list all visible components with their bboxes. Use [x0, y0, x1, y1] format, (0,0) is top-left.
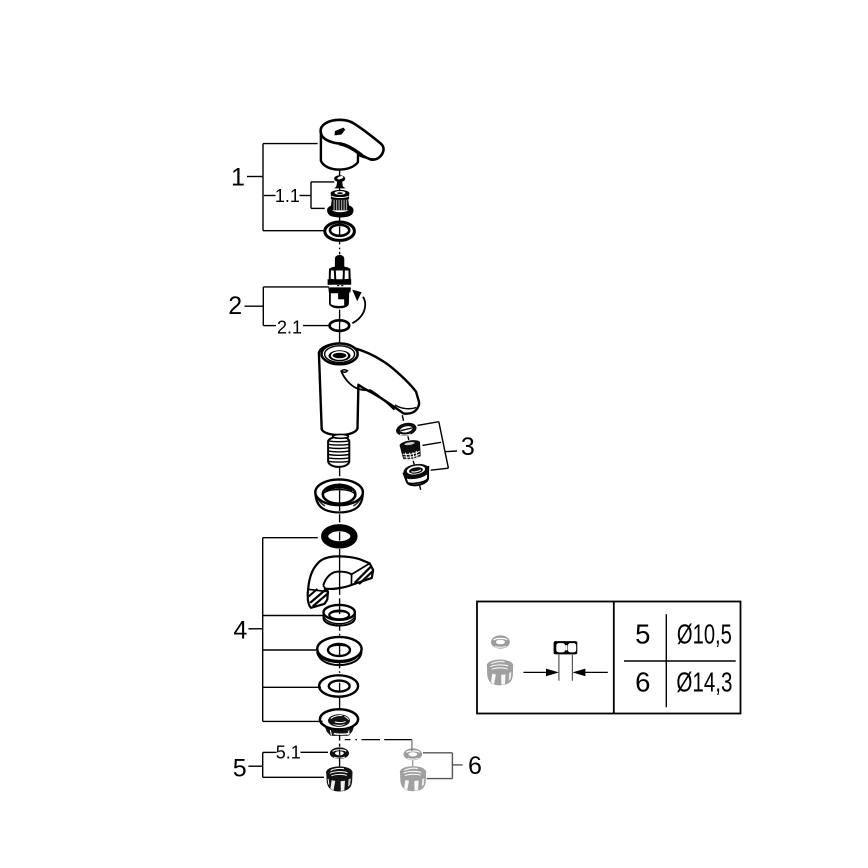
svg-text:Ø10,5: Ø10,5: [677, 619, 732, 650]
svg-text:3: 3: [461, 433, 475, 461]
svg-text:1.1: 1.1: [275, 186, 300, 206]
svg-text:2.1: 2.1: [277, 317, 302, 337]
svg-text:2: 2: [228, 292, 242, 320]
svg-text:4: 4: [233, 617, 247, 645]
svg-text:1: 1: [231, 163, 245, 191]
svg-text:5: 5: [233, 755, 247, 783]
svg-text:6: 6: [468, 752, 482, 780]
svg-text:Ø14,3: Ø14,3: [676, 667, 732, 698]
svg-text:5: 5: [635, 619, 650, 650]
svg-text:6: 6: [635, 667, 650, 698]
svg-text:5.1: 5.1: [276, 743, 301, 763]
